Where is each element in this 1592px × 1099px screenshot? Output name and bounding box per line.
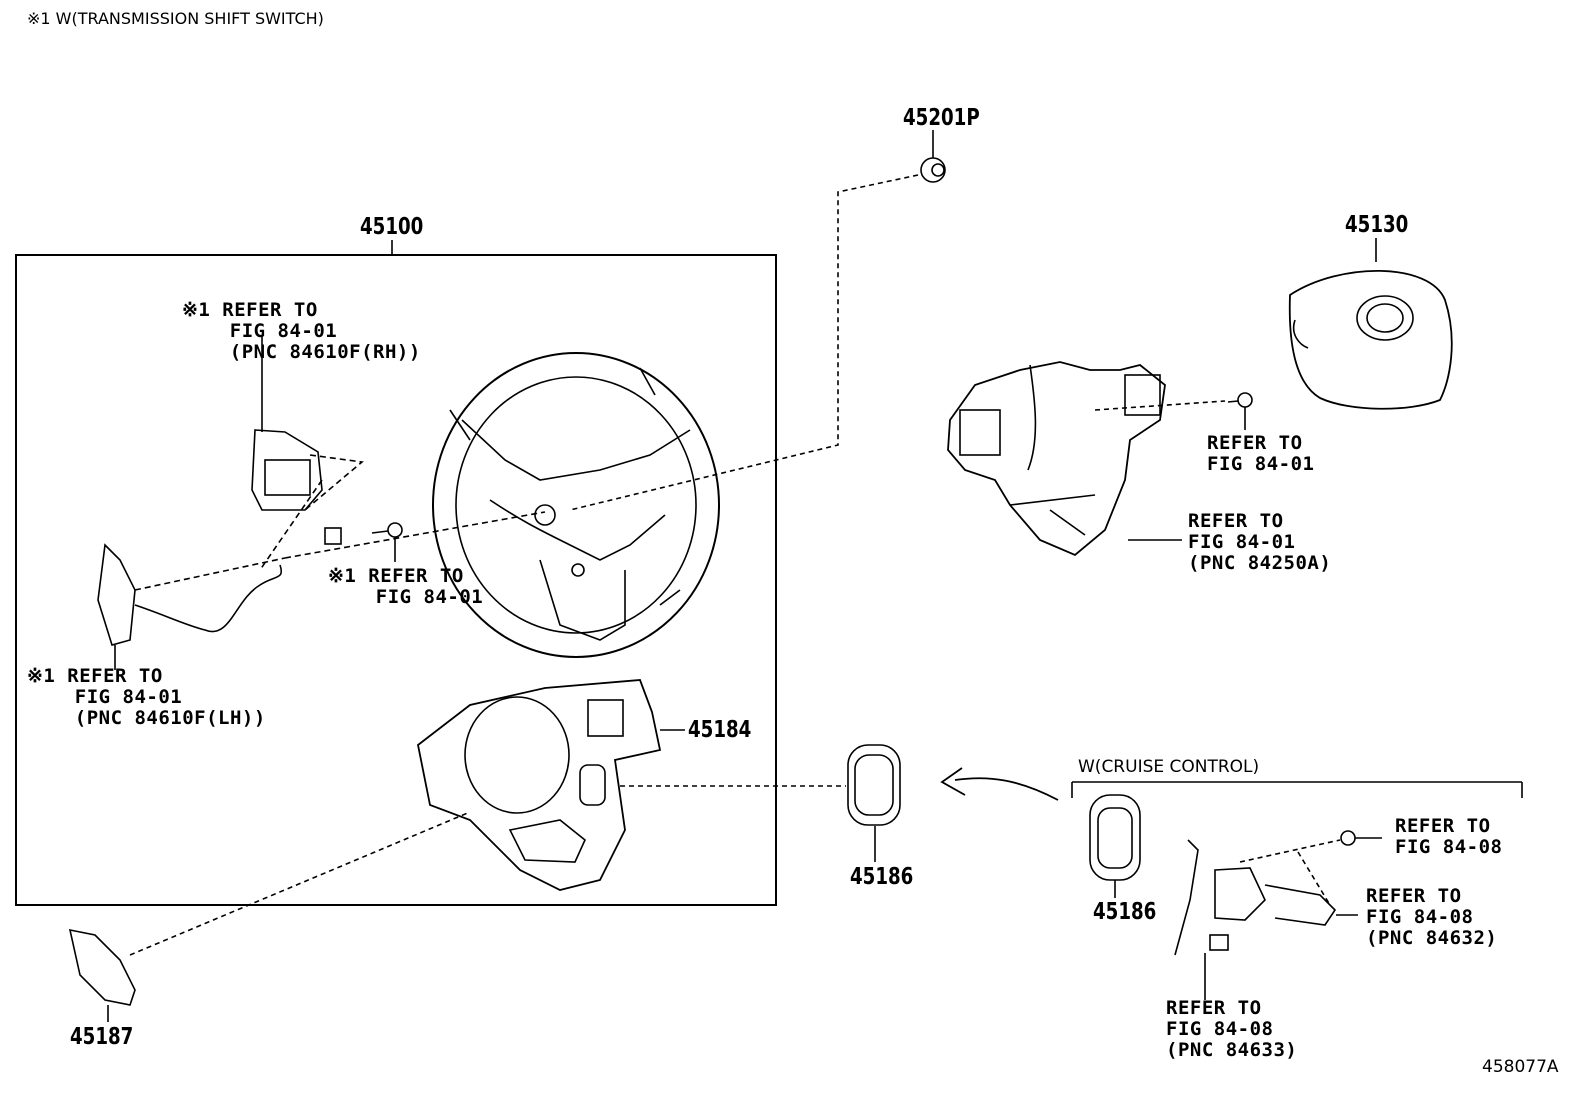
steering-wheel-drawing [432, 352, 720, 658]
airbag-drawing [1288, 238, 1453, 410]
cover-45186-center-drawing [620, 744, 901, 862]
ref-shift-screw: ※1 REFER TO FIG 84-01 [328, 565, 484, 608]
ref-bolt-airbag: REFER TO FIG 84-01 [1207, 432, 1315, 475]
arrow-icon [954, 777, 1059, 801]
shift-switch-lh-drawing [97, 511, 546, 670]
part-number-45100: 45100 [360, 214, 424, 240]
cruise-control-group-bracket [1071, 781, 1523, 798]
nut-drawing [569, 130, 946, 511]
ref-cc-switch: REFER TO FIG 84-08 (PNC 84632) [1366, 885, 1498, 949]
part-number-45187: 45187 [70, 1024, 134, 1050]
part-number-45186-center: 45186 [850, 864, 914, 890]
ref-shift-rh: ※1 REFER TO FIG 84-01 (PNC 84610F(RH)) [182, 299, 421, 363]
shift-switch-screw-drawing [371, 522, 403, 562]
cruise-control-switch-drawing [1174, 830, 1382, 1000]
steering-switch-drawing [947, 361, 1253, 557]
lower-cover-drawing [417, 679, 685, 891]
header-note: ※1 W(TRANSMISSION SHIFT SWITCH) [27, 9, 324, 28]
part-number-45201p: 45201P [903, 105, 980, 131]
ref-shift-lh: ※1 REFER TO FIG 84-01 (PNC 84610F(LH)) [27, 665, 266, 729]
part-number-45184: 45184 [688, 717, 752, 743]
cap-45187-drawing [68, 811, 471, 1022]
ref-steering-switch: REFER TO FIG 84-01 (PNC 84250A) [1188, 510, 1332, 574]
cruise-group-label: W(CRUISE CONTROL) [1078, 757, 1260, 777]
part-number-45186-cruise: 45186 [1093, 899, 1157, 925]
cover-45186-cruise-drawing [1089, 794, 1141, 898]
part-number-45130: 45130 [1345, 212, 1409, 238]
shift-switch-rh-drawing [251, 335, 364, 571]
diagram-id: 458077A [1482, 1057, 1559, 1077]
steering-wheel-assembly-frame [15, 254, 777, 906]
ref-cc-harness: REFER TO FIG 84-08 (PNC 84633) [1166, 997, 1298, 1061]
ref-cc-screw: REFER TO FIG 84-08 [1395, 815, 1503, 858]
